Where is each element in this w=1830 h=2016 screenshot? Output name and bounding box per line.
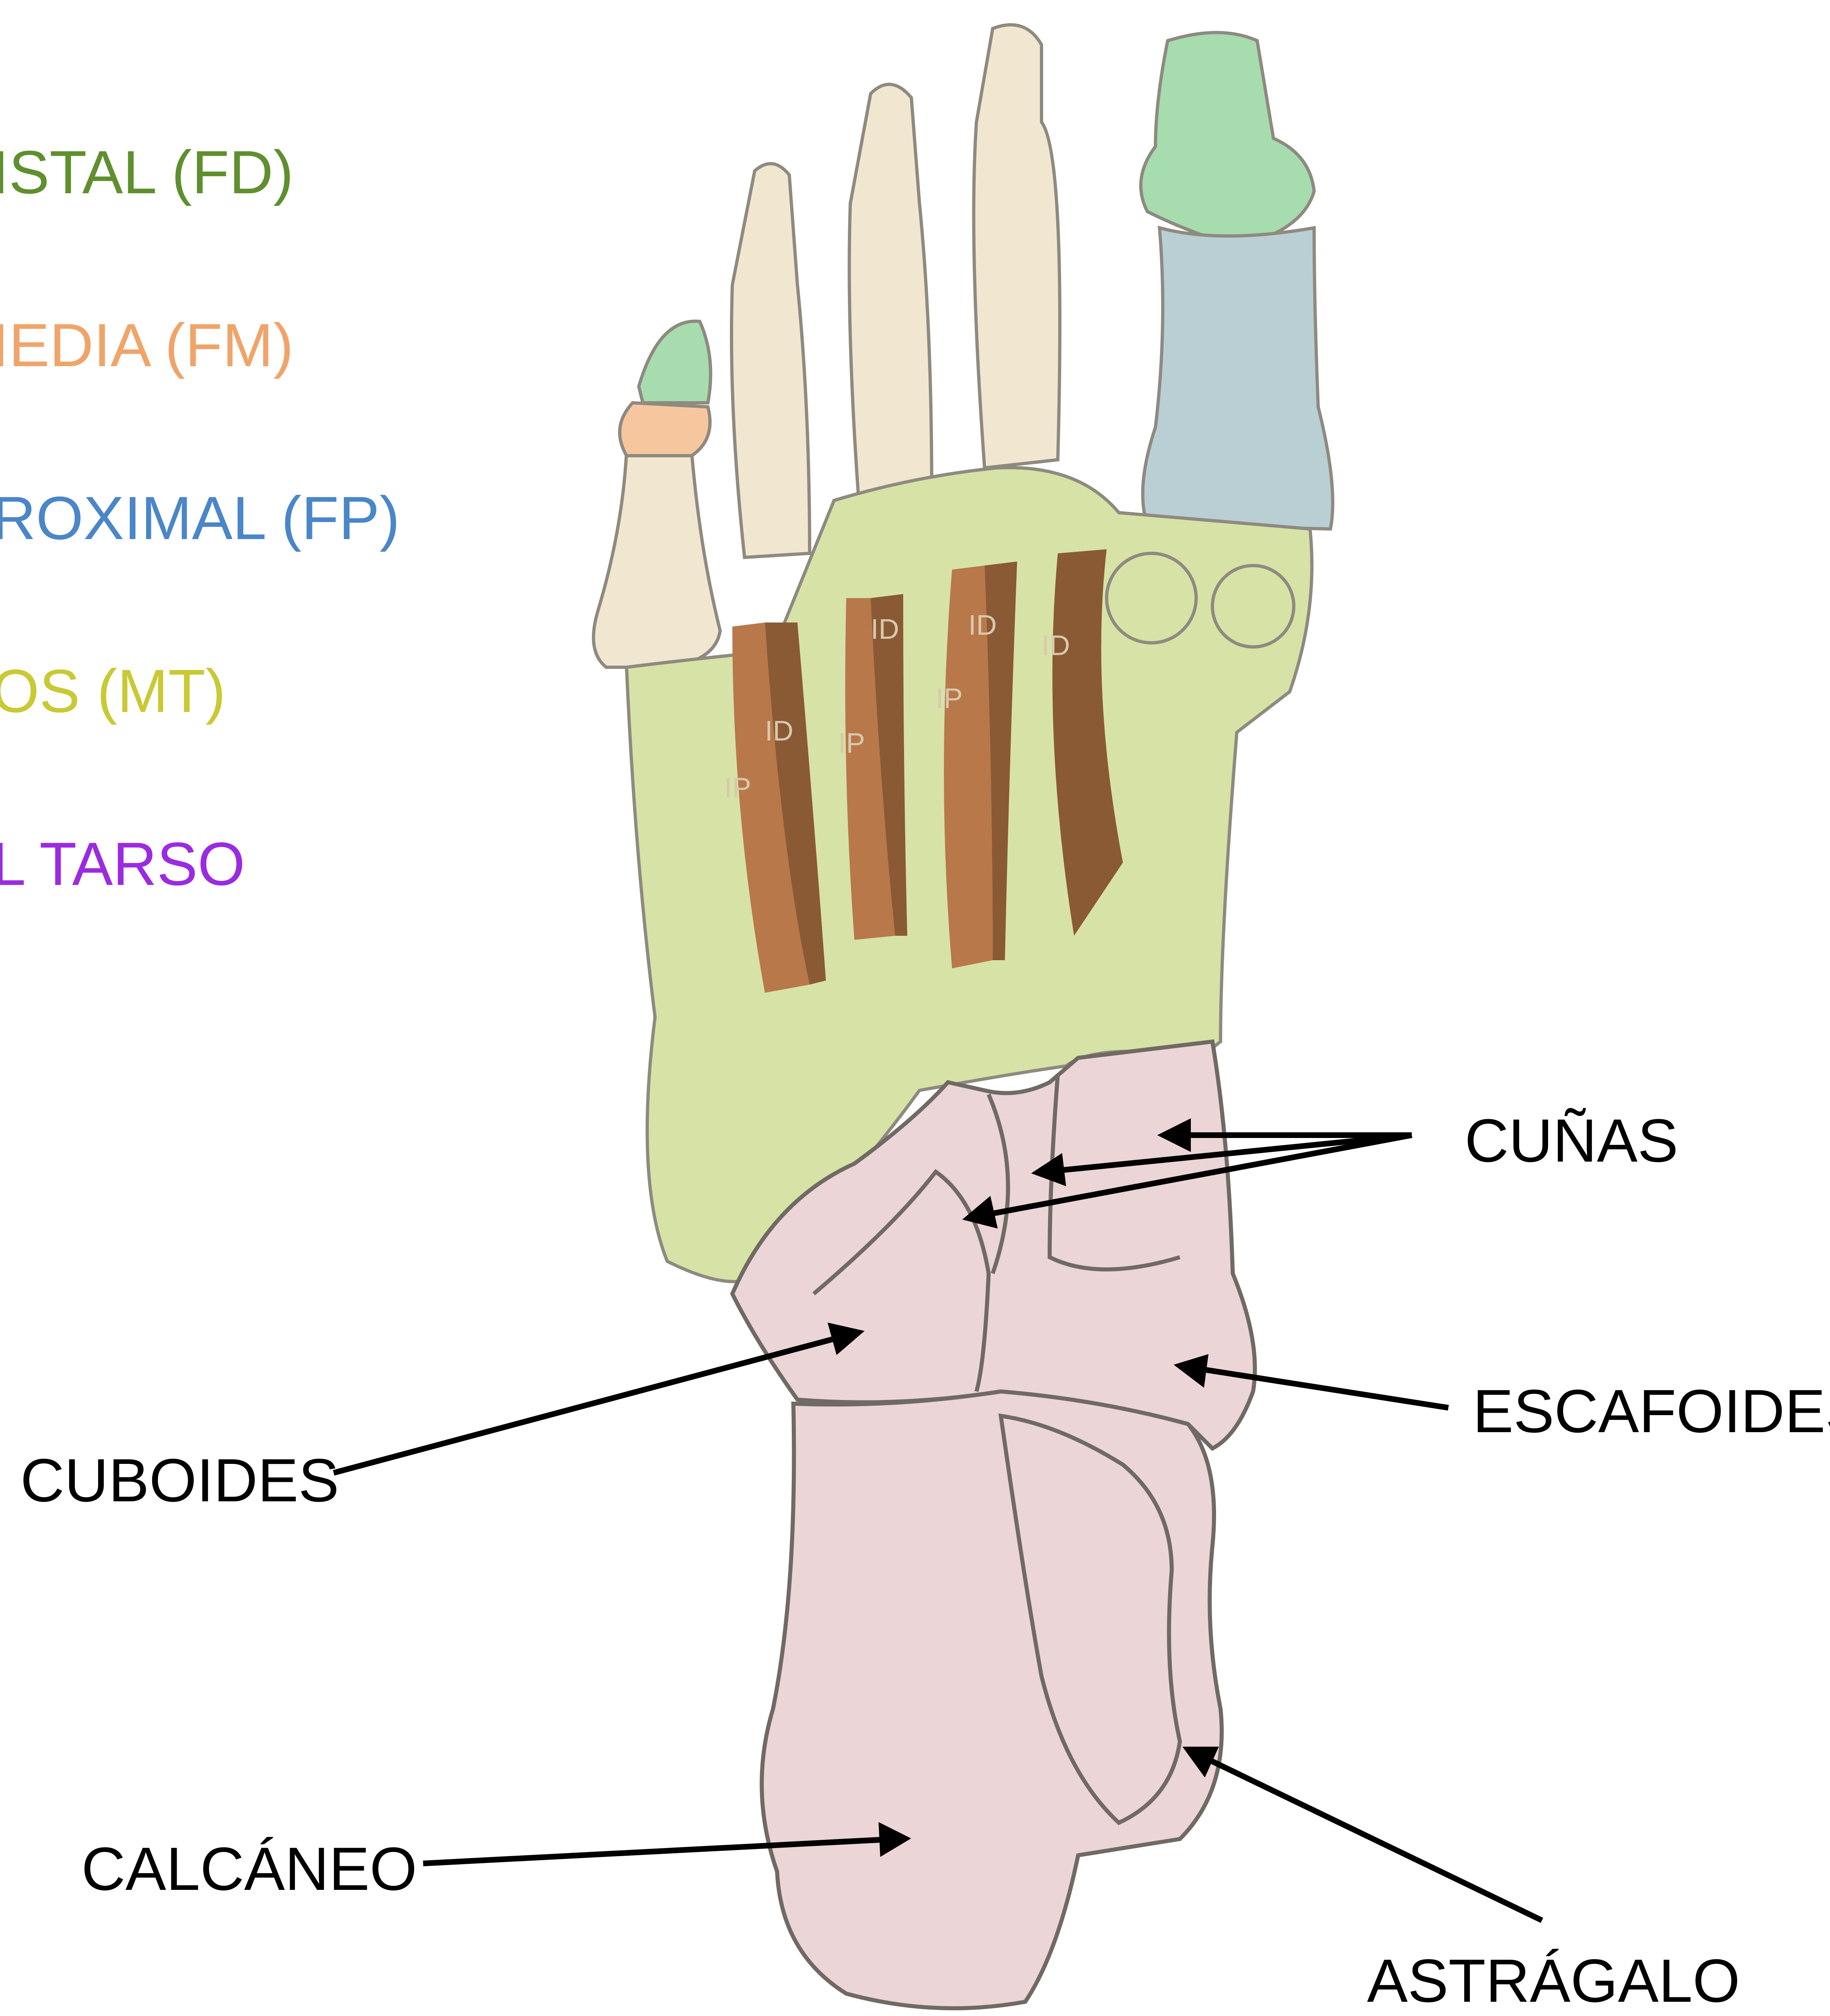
- label-escafoides: ESCAFOIDES: [1473, 1377, 1830, 1445]
- legend-distal-phalanx: ISTAL (FD): [0, 138, 294, 206]
- legend-tarsal-bones: L TARSO: [0, 830, 245, 898]
- legend-metatarsals: OS (MT): [0, 657, 226, 725]
- muscle-label-id-2: ID: [871, 613, 899, 645]
- muscle-label-ip-1: IP: [724, 772, 751, 804]
- muscle-label-ip-3: IP: [936, 682, 963, 714]
- legend: ISTAL (FD) IEDIA (FM) ROXIMAL (FP) OS (M…: [0, 138, 400, 898]
- muscle-label-ip-2: IP: [838, 727, 865, 759]
- legend-middle-phalanx: IEDIA (FM): [0, 311, 294, 379]
- label-calcaneo: CALCÁNEO: [81, 1835, 417, 1903]
- toe-2: [974, 25, 1060, 468]
- legend-proximal-phalanx: ROXIMAL (FP): [0, 484, 400, 552]
- arrow-cuboides: [334, 1335, 850, 1473]
- label-astragalo: ASTRÁGALO: [1367, 1946, 1740, 2015]
- toe-5-middle: [620, 403, 710, 456]
- great-toe: [1141, 33, 1333, 529]
- sesamoid-2: [1212, 566, 1294, 647]
- toe-5: [594, 452, 720, 667]
- toe-4: [732, 164, 810, 557]
- sesamoid-1: [1107, 553, 1196, 643]
- muscle-label-id-3: ID: [968, 609, 997, 641]
- label-cunas: CUÑAS: [1465, 1106, 1678, 1175]
- label-cuboides: CUBOIDES: [20, 1446, 339, 1514]
- arrow-astragalo: [1196, 1754, 1542, 1920]
- great-toe-proximal-phalanx: [1143, 228, 1333, 529]
- muscle-label-id-1: ID: [765, 715, 793, 747]
- muscle-label-id-4: ID: [1042, 629, 1070, 661]
- calcaneus-talus: [762, 1391, 1222, 2008]
- toe-5-distal: [639, 321, 711, 403]
- toe-3: [849, 84, 932, 496]
- great-toe-distal-phalanx: [1141, 33, 1314, 240]
